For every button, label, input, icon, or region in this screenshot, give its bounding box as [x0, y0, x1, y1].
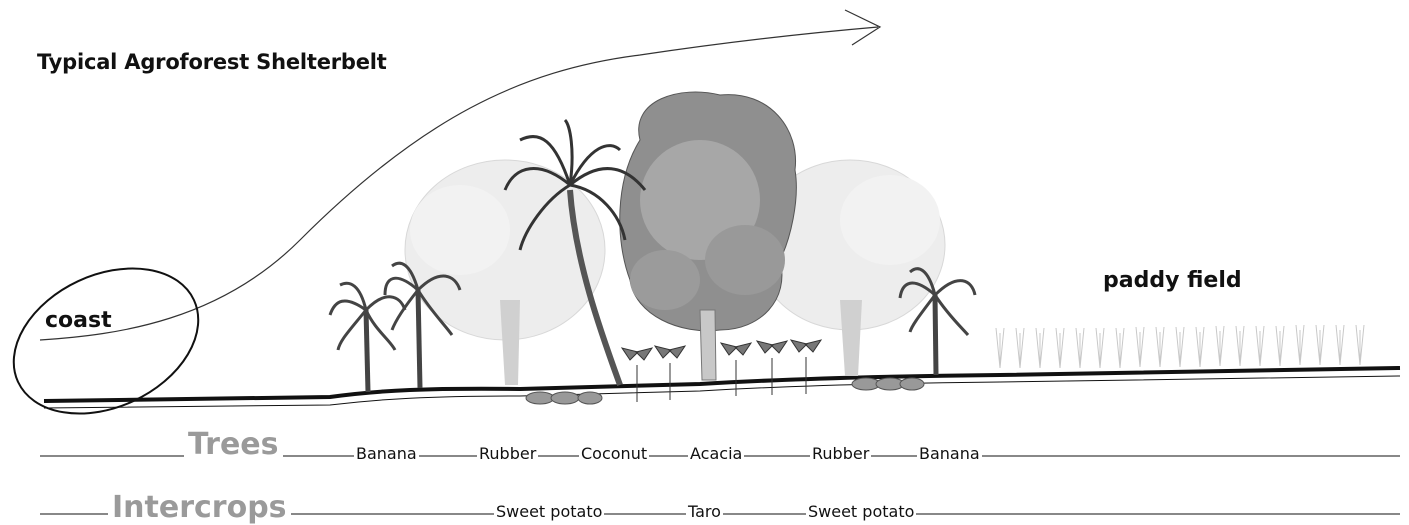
- intercrop-label-sweet-potato-2: Sweet potato: [806, 503, 916, 521]
- paddy-grass: [996, 325, 1364, 368]
- banana-plant-left-1-icon: [330, 283, 405, 392]
- coast-label: coast: [45, 308, 112, 333]
- tree-label-banana-2: Banana: [917, 445, 982, 463]
- intercrop-label-sweet-potato-1: Sweet potato: [494, 503, 604, 521]
- diagram-title: Typical Agroforest Shelterbelt: [37, 50, 387, 74]
- tree-label-banana-1: Banana: [354, 445, 419, 463]
- coast-ellipse: [0, 240, 222, 442]
- sweet-potato-left-icon: [526, 392, 602, 404]
- ground-line: [44, 368, 1400, 401]
- acacia-tree-icon: [620, 92, 797, 380]
- tree-label-rubber-1: Rubber: [477, 445, 538, 463]
- rubber-tree-left-icon: [405, 160, 605, 385]
- tree-label-acacia: Acacia: [688, 445, 744, 463]
- intercrop-label-taro: Taro: [686, 503, 723, 521]
- intercrops-row-heading: Intercrops: [108, 493, 291, 523]
- sweet-potato-right-icon: [852, 378, 924, 390]
- tree-label-coconut: Coconut: [579, 445, 649, 463]
- tree-label-rubber-2: Rubber: [810, 445, 871, 463]
- paddy-field-label: paddy field: [1103, 268, 1242, 293]
- trees-row-heading: Trees: [184, 430, 283, 460]
